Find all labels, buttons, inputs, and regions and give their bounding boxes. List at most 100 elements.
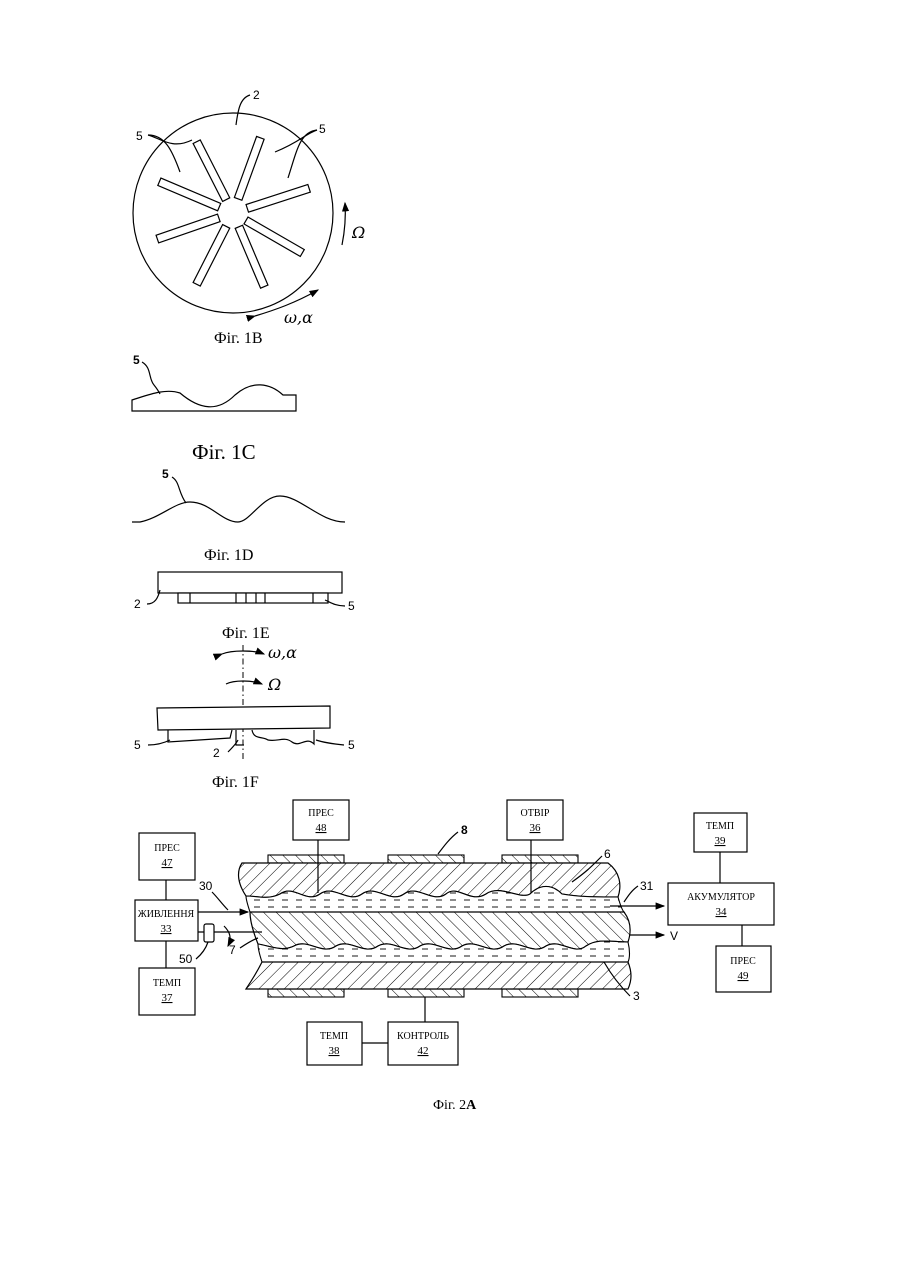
blade-left-deformed xyxy=(168,730,232,742)
sensor-50 xyxy=(204,924,214,942)
omega-big-arrow xyxy=(342,203,345,245)
electrode-top-2 xyxy=(388,855,464,863)
block-supply-33-number: 33 xyxy=(161,923,173,935)
block-temp-39-label: ТЕМП xyxy=(706,821,734,832)
leader-5-right xyxy=(316,740,344,745)
electrode-top-3 xyxy=(502,855,578,863)
block-pres-48: ПРЕС 48 xyxy=(293,800,349,840)
block-hole-36-box xyxy=(507,800,563,840)
blade-slot xyxy=(246,184,310,212)
block-temp-39-number: 39 xyxy=(715,835,727,847)
block-pres-47-number: 47 xyxy=(162,857,174,869)
block-pres-47: ПРЕС 47 xyxy=(139,833,195,880)
block-temp-38-box xyxy=(307,1022,362,1065)
velocity-v-label: V xyxy=(670,929,678,943)
block-hole-36-number: 36 xyxy=(530,822,542,834)
fig-1c-caption: Фіг. 1С xyxy=(192,440,256,464)
electrode-top-1 xyxy=(268,855,344,863)
leader-7 xyxy=(240,938,258,948)
ref-2-label: 2 xyxy=(253,88,260,102)
fig-1d-caption: Фіг. 1D xyxy=(204,547,253,564)
blade-slots xyxy=(156,136,310,288)
block-supply-33: ЖИВЛЕННЯ 33 xyxy=(135,900,198,941)
leader-31 xyxy=(624,886,638,902)
ref-5-left-label: 5 xyxy=(136,129,143,143)
omega-big-symbol: Ω xyxy=(351,223,365,242)
blade-strip xyxy=(178,593,328,603)
blade-slot xyxy=(158,178,221,211)
blade-slot xyxy=(193,225,230,287)
wall-middle xyxy=(250,912,630,949)
block-hole-36-label: ОТВІР xyxy=(521,808,550,819)
omega-small-symbol: ω,α xyxy=(284,308,313,327)
block-pres-48-label: ПРЕС xyxy=(308,808,334,819)
leader-8 xyxy=(438,832,458,854)
block-temp-37-number: 37 xyxy=(162,992,174,1004)
leader-2 xyxy=(228,740,238,752)
block-control-42-box xyxy=(388,1022,458,1065)
block-pres-48-number: 48 xyxy=(316,822,328,834)
block-temp-37: ТЕМП 37 xyxy=(139,968,195,1015)
figure-1d: 5 Фіг. 1D xyxy=(132,467,345,564)
ref-7-label: 7 xyxy=(229,943,236,957)
block-accumulator-34-number: 34 xyxy=(716,906,728,918)
blade-slot xyxy=(156,214,220,243)
figure-2a: ПРЕС 47 ЖИВЛЕННЯ 33 ТЕМП 37 ПРЕС 48 ОТВІ… xyxy=(135,800,774,1113)
ref-31-label: 31 xyxy=(640,879,654,893)
electrode-bottom-2 xyxy=(388,989,464,997)
blade-slot xyxy=(193,140,230,202)
block-pres-49-box xyxy=(716,946,771,992)
figure-1c: 5 Фіг. 1С xyxy=(132,353,296,464)
fig-1f-caption: Фіг. 1F xyxy=(212,774,259,791)
block-accumulator-34-label: АКУМУЛЯТОР xyxy=(687,892,755,903)
omega-big-symbol: Ω xyxy=(267,675,281,694)
block-temp-38-number: 38 xyxy=(329,1045,341,1057)
block-supply-33-label: ЖИВЛЕННЯ xyxy=(138,909,195,920)
electrode-bottom-3 xyxy=(502,989,578,997)
figure-1f: ω,α Ω 5 2 5 Фіг. 1F xyxy=(134,643,355,791)
fig-2a-caption-letter: А xyxy=(466,1098,477,1113)
block-pres-49-label: ПРЕС xyxy=(730,956,756,967)
disk-side-view xyxy=(158,572,342,593)
block-hole-36: ОТВІР 36 xyxy=(507,800,563,840)
leader-2 xyxy=(236,95,250,125)
disk-side-view-tilted xyxy=(157,706,330,730)
ref-6-label: 6 xyxy=(604,847,611,861)
blade-profile-bumps xyxy=(132,496,345,522)
leader-5 xyxy=(142,362,160,394)
omega-big-arrow xyxy=(226,681,262,684)
figure-1b: 2 5 5 Ω ω,α Фіг. 1В xyxy=(133,88,365,347)
leader-5-right-b xyxy=(275,130,317,152)
leader-5-left xyxy=(148,740,170,745)
fig-1b-caption: Фіг. 1В xyxy=(214,330,263,347)
block-control-42-number: 42 xyxy=(418,1045,429,1057)
block-control-42-label: КОНТРОЛЬ xyxy=(397,1031,449,1042)
blade-right-deformed xyxy=(252,730,314,744)
figure-1e: 2 5 Фіг. 1Е xyxy=(134,572,355,642)
ref-5-label: 5 xyxy=(162,467,169,481)
block-pres-47-label: ПРЕС xyxy=(154,843,180,854)
block-control-42: КОНТРОЛЬ 42 xyxy=(388,1022,458,1065)
ref-5-label: 5 xyxy=(133,353,140,367)
block-pres-49: ПРЕС 49 xyxy=(716,946,771,992)
ref-2-label: 2 xyxy=(213,746,220,760)
ref-5-right-label: 5 xyxy=(348,738,355,752)
electrode-bottom-1 xyxy=(268,989,344,997)
ref-2-label: 2 xyxy=(134,597,141,611)
block-temp-37-label: ТЕМП xyxy=(153,978,181,989)
fig-1e-caption: Фіг. 1Е xyxy=(222,625,270,642)
leader-30 xyxy=(212,892,228,910)
fig-2a-caption: Фіг. 2А xyxy=(433,1098,477,1113)
wall-bottom xyxy=(246,962,631,989)
leader-50 xyxy=(196,942,208,959)
leader-5 xyxy=(172,477,186,503)
rotor-disk-outline xyxy=(133,113,333,313)
blade-slot xyxy=(234,136,264,200)
block-pres-49-number: 49 xyxy=(738,970,750,982)
ref-3-label: 3 xyxy=(633,989,640,1003)
ref-50-label: 50 xyxy=(179,952,193,966)
ref-30-label: 30 xyxy=(199,879,213,893)
omega-small-arrow xyxy=(222,651,264,654)
block-temp-38-label: ТЕМП xyxy=(320,1031,348,1042)
